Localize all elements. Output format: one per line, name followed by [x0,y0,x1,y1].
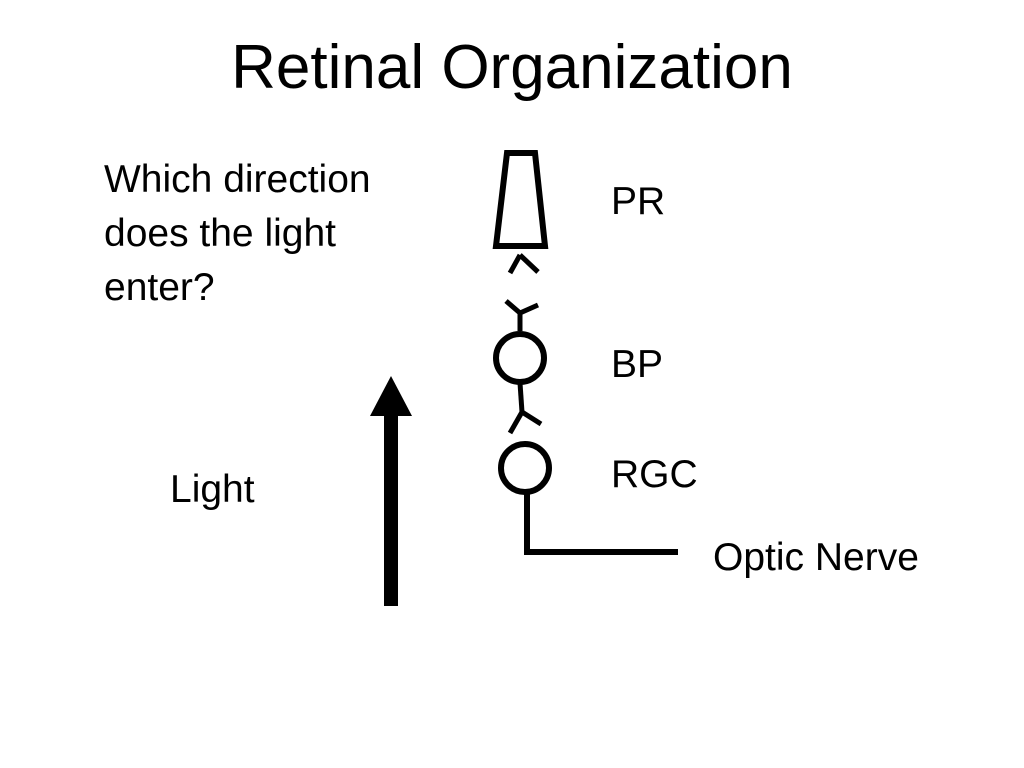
bipolar-terminal [507,382,543,435]
light-label: Light [170,468,255,511]
photoreceptor-label: PR [611,180,666,223]
bipolar-dendrite [504,299,540,331]
light-arrow-head [370,376,412,416]
question-text: Which direction does the light enter? [104,153,434,315]
light-arrow [370,376,412,606]
optic-nerve-label: Optic Nerve [713,536,919,579]
bipolar-cell [493,331,547,385]
photoreceptor-cell [492,150,549,249]
question-line-3: enter? [104,266,215,309]
slide-title: Retinal Organization [231,33,793,102]
question-line-2: does the light [104,212,337,255]
photoreceptor-terminal [507,253,540,275]
ganglion-label: RGC [611,453,698,496]
bipolar-label: BP [611,343,664,386]
optic-nerve-axon [524,493,678,555]
question-line-1: Which direction [104,158,371,201]
ganglion-cell [498,441,552,495]
